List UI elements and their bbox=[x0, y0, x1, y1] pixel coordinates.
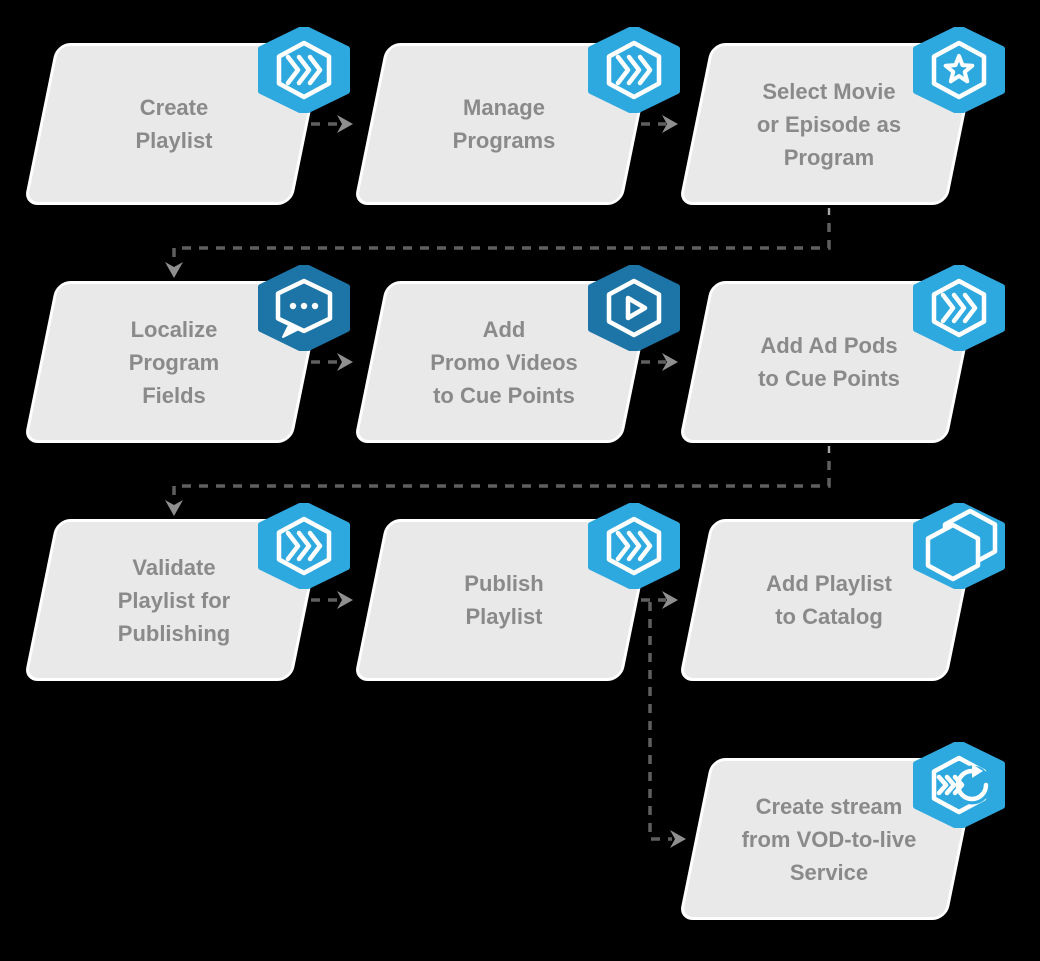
chevrons-hexagon-icon bbox=[258, 27, 350, 113]
flow-node-create-stream-from-vod-to-live-service: Create stream from VOD-to-live Service bbox=[678, 742, 1005, 920]
catalog-hexagons-icon bbox=[913, 503, 1005, 589]
node-label: Add Promo Videos to Cue Points bbox=[430, 316, 578, 408]
vod-to-live-sync-icon bbox=[913, 742, 1005, 828]
flow-node-add-promo-videos-to-cue-points: Add Promo Videos to Cue Points bbox=[353, 265, 680, 443]
node-label: Add Ad Pods to Cue Points bbox=[758, 333, 900, 391]
node-label: Create stream from VOD-to-live Service bbox=[741, 793, 917, 885]
node-label: Validate Playlist for Publishing bbox=[117, 554, 231, 646]
chevrons-hexagon-icon bbox=[588, 503, 680, 589]
flow-node-validate-playlist-for-publishing: Validate Playlist for Publishing bbox=[23, 503, 350, 681]
node-label: Add Playlist to Catalog bbox=[766, 571, 892, 629]
flow-node-add-playlist-to-catalog: Add Playlist to Catalog bbox=[678, 503, 1005, 681]
node-label: Create Playlist bbox=[135, 95, 213, 153]
chevrons-hexagon-icon bbox=[258, 503, 350, 589]
node-label: Select Movie or Episode as Program bbox=[756, 78, 902, 170]
node-label: Publish Playlist bbox=[464, 571, 544, 629]
flow-node-publish-playlist: Publish Playlist bbox=[353, 503, 680, 681]
node-label: Localize Program Fields bbox=[128, 316, 220, 408]
flow-node-add-ad-pods-to-cue-points: Add Ad Pods to Cue Points bbox=[678, 265, 1005, 443]
node-label: Manage Programs bbox=[452, 95, 556, 153]
chevrons-hexagon-icon bbox=[913, 265, 1005, 351]
play-hexagon-icon bbox=[588, 265, 680, 351]
star-hexagon-icon bbox=[913, 27, 1005, 113]
flow-node-select-movie-or-episode-as-program: Select Movie or Episode as Program bbox=[678, 27, 1005, 205]
flow-node-manage-programs: Manage Programs bbox=[353, 27, 680, 205]
chevrons-hexagon-icon bbox=[588, 27, 680, 113]
flow-node-create-playlist: Create Playlist bbox=[23, 27, 350, 205]
chat-bubble-icon bbox=[258, 265, 350, 351]
flow-node-localize-program-fields: Localize Program Fields bbox=[23, 265, 350, 443]
